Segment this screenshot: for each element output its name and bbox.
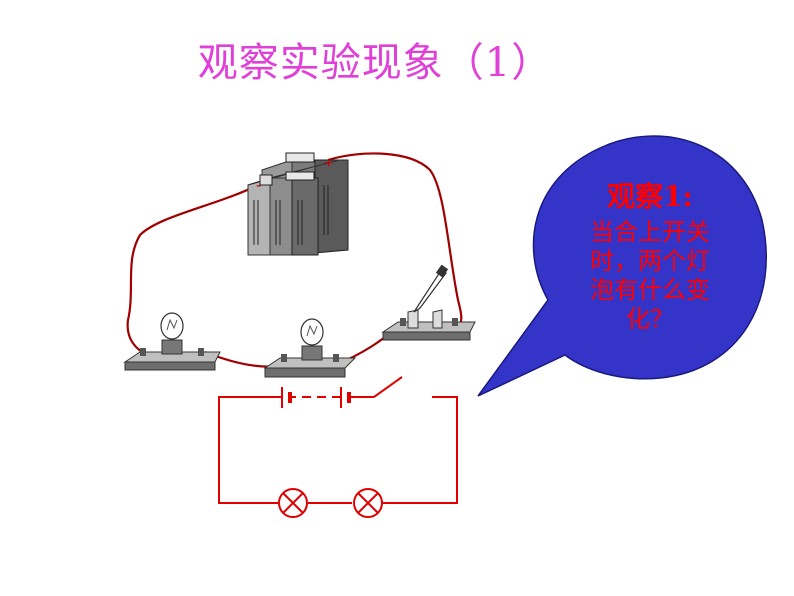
bubble-heading: 观察1:: [607, 180, 693, 213]
speech-bubble: [477, 135, 767, 397]
battery-negative-label: -: [256, 177, 261, 194]
knife-switch: [381, 264, 476, 341]
lamp-1: [123, 312, 221, 371]
bubble-line-1: 当合上开关: [590, 218, 710, 246]
bubble-line-3: 泡有什么变: [590, 276, 710, 304]
bubble-line-4: 化？: [626, 305, 674, 333]
bubble-question: 当合上开关 时，两个灯 泡有什么变 化？: [560, 218, 740, 334]
slide-title: 观察实验现象（1）: [197, 40, 553, 86]
lamp-2: [263, 318, 357, 378]
bubble-text: 观察1: 当合上开关 时，两个灯 泡有什么变 化？: [560, 180, 740, 334]
battery-pack: [247, 152, 349, 256]
bubble-line-2: 时，两个灯: [590, 247, 710, 275]
battery-positive-label: +: [324, 155, 333, 172]
schematic-circuit: [218, 376, 458, 518]
